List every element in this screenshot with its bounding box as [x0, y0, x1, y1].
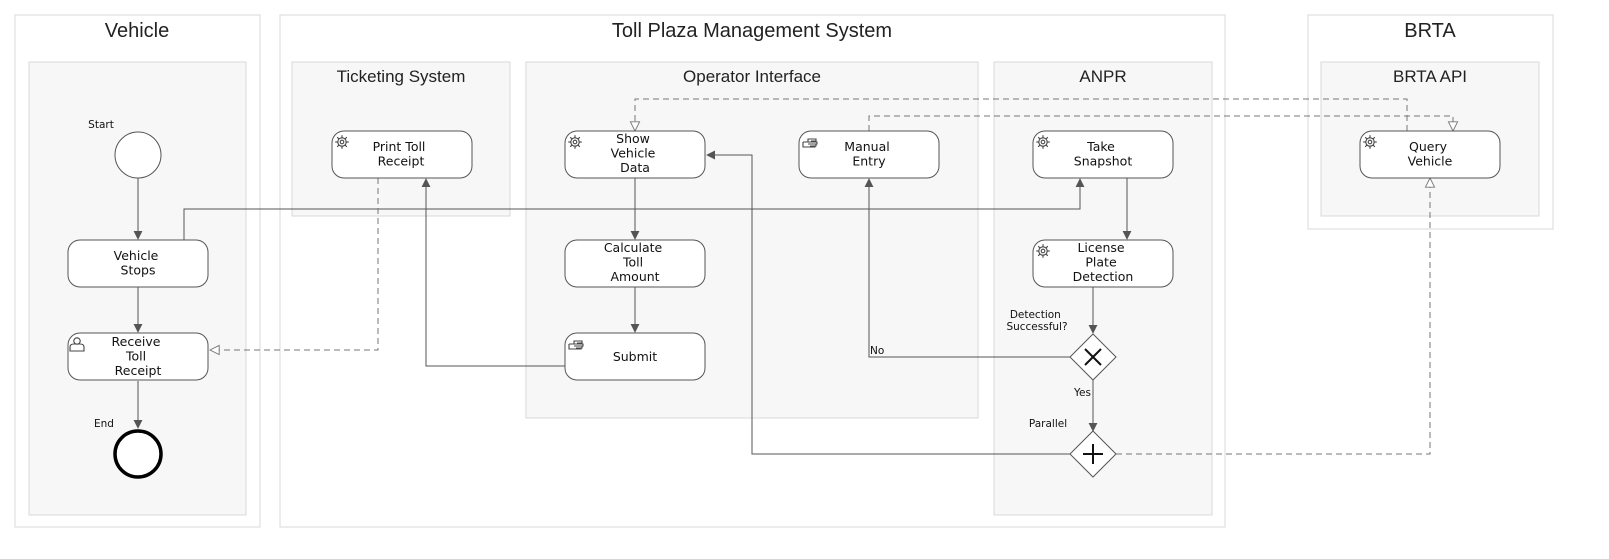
svg-text:Vehicle Stops: Vehicle Stops: [114, 248, 163, 278]
task-label-line: Show: [616, 131, 650, 146]
task-label-line: Print Toll: [373, 139, 426, 154]
task-label-line: Stops: [121, 263, 156, 278]
task-label-line: Toll: [125, 349, 146, 364]
task-label-line: Snapshot: [1074, 154, 1133, 169]
gateway-detection-exclusive: Detection Successful?: [1006, 309, 1117, 381]
start-event: Start: [88, 119, 162, 179]
task-label-line: Detection: [1073, 269, 1134, 284]
task-manual-entry: Manual Entry: [798, 130, 940, 179]
svg-text:Receive Toll Recei: Receive Toll Receipt: [112, 334, 165, 378]
flow-label-no: No: [870, 345, 884, 357]
task-label-line: Vehicle: [1408, 154, 1453, 169]
message-receipt-to-vehicle: [210, 178, 379, 350]
message-parallel-to-query: [1116, 178, 1430, 455]
task-label-line: Query: [1409, 139, 1448, 154]
task-label-line: Toll: [622, 255, 643, 270]
task-label-line: Calculate: [604, 240, 663, 255]
lane-title-anpr: ANPR: [1079, 67, 1126, 86]
gateway-parallel: Parallel: [1029, 418, 1117, 478]
flow-submit-to-print: [421, 178, 565, 367]
flow-no-to-manual-entry: [864, 178, 1070, 358]
task-take-snapshot: Take Snapshot: [1032, 130, 1174, 179]
task-submit: Submit: [564, 332, 706, 381]
gateway-label-line: Detection: [1010, 309, 1061, 321]
task-label-line: Vehicle: [611, 146, 656, 161]
task-label-line: Vehicle: [114, 248, 159, 263]
task-label-line: Receipt: [378, 154, 425, 169]
flow-label-yes: Yes: [1073, 387, 1091, 399]
gateway-label-line: Successful?: [1006, 321, 1067, 333]
svg-text:Manual Entry: Manual Entry: [844, 139, 893, 169]
svg-text:License Plate Dete: License Plate Detection: [1073, 240, 1134, 284]
task-calculate-toll-amount: Calculate Toll Amount: [564, 239, 706, 288]
task-receive-toll-receipt: Receive Toll Receipt: [67, 332, 209, 381]
pool-title-brta: BRTA: [1404, 20, 1456, 42]
exclusive-x-icon: [1084, 348, 1102, 366]
task-print-toll-receipt: Print Toll Receipt: [331, 130, 473, 179]
pool-title-tpms: Toll Plaza Management System: [612, 20, 892, 42]
flow-parallel-to-show-data: [706, 150, 1070, 455]
lane-title-operator: Operator Interface: [683, 67, 821, 86]
task-label-line: Submit: [613, 349, 657, 364]
task-query-vehicle: Query Vehicle: [1359, 130, 1501, 179]
svg-text:Show Vehicle Data: Show Vehicle Data: [611, 131, 660, 175]
task-label-line: Amount: [610, 269, 659, 284]
svg-text:Detection Successful?: Detection Successful?: [1006, 309, 1067, 333]
task-vehicle-stops: Vehicle Stops: [67, 239, 209, 288]
task-label-line: Receive: [112, 334, 161, 349]
start-event-label: Start: [88, 119, 114, 131]
task-label-line: Plate: [1085, 255, 1117, 270]
pool-title-vehicle: Vehicle: [105, 20, 170, 42]
task-label-line: Manual: [844, 139, 889, 154]
task-license-plate-detection: License Plate Detection: [1032, 239, 1174, 288]
svg-text:Query Vehicle: Query Vehicle: [1408, 139, 1453, 169]
message-query-to-show-data: [635, 98, 1408, 131]
parallel-plus-icon: [1083, 444, 1103, 464]
task-label-line: Entry: [852, 154, 886, 169]
svg-text:Take Snapshot: Take Snapshot: [1074, 139, 1133, 169]
svg-text:Calculate Toll Amo: Calculate Toll Amount: [604, 240, 666, 284]
task-show-vehicle-data: Show Vehicle Data: [564, 130, 706, 179]
lane-title-ticketing: Ticketing System: [337, 67, 466, 86]
task-label-line: Receipt: [115, 363, 162, 378]
end-event-label: End: [94, 418, 114, 430]
task-label-line: Take: [1086, 139, 1115, 154]
task-label-line: License: [1077, 240, 1124, 255]
task-label-line: Data: [620, 160, 650, 175]
svg-text:Print Toll Receipt: Print Toll Receipt: [373, 139, 430, 169]
lane-title-brta-api: BRTA API: [1393, 67, 1467, 86]
flow-stops-to-snapshot: [183, 178, 1085, 240]
gateway-parallel-label: Parallel: [1029, 418, 1067, 430]
end-event: End: [94, 418, 163, 479]
